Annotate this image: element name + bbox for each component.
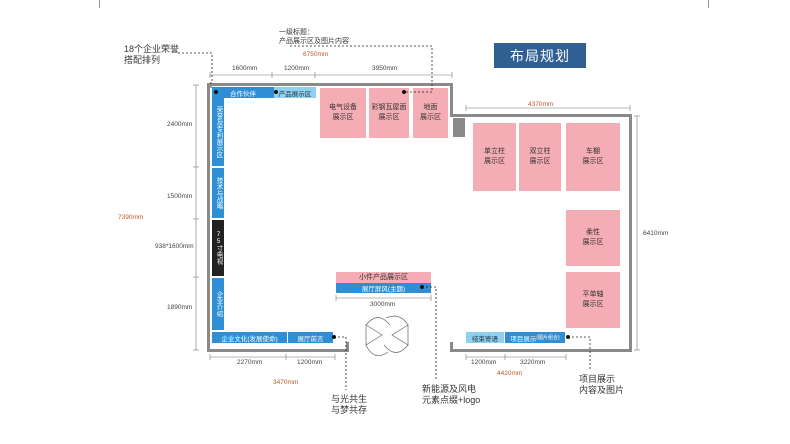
dim-bottom-3220: 3220mm	[520, 359, 546, 366]
corner-mark-left	[99, 0, 100, 8]
zone-xiaojian: 小件产品展示区	[336, 272, 431, 283]
callout-project	[568, 336, 591, 370]
zone-hezuo: 合作伙伴	[212, 87, 274, 98]
wall-bottom-left	[207, 349, 347, 352]
zone-chepeng: 车棚展示区	[565, 122, 621, 192]
dim-left-2400: 2400mm	[167, 121, 193, 128]
note-gongsheng: 与光共生与梦共存	[331, 394, 368, 415]
wall-bottom-door-post-left	[346, 342, 349, 352]
zone-shuangli: 双立柱展示区	[518, 122, 562, 192]
dim-bottom-1200a: 1200mm	[297, 359, 323, 366]
zone-wenhua: 企业文化(发展使命)	[212, 332, 287, 343]
wall-step-vertical	[450, 83, 453, 117]
callout-gongsheng	[334, 336, 347, 390]
wall-step-column	[453, 118, 465, 137]
dim-top-1600: 1600mm	[232, 65, 258, 72]
dim-top-total: 6750mm	[303, 51, 329, 58]
wall-top-right	[453, 114, 632, 117]
callout-newenergy	[422, 286, 437, 380]
dim-left-938: 938*1600mm	[155, 243, 194, 250]
callout-honor	[178, 52, 213, 82]
corner-mark-right	[708, 0, 709, 8]
dim-bottom-2270: 2270mm	[237, 359, 263, 366]
note-honor: 18个企业荣誉搭配排列	[124, 44, 180, 65]
dim-left-1500: 1500mm	[167, 193, 193, 200]
zone-danzhou: 平单轴展示区	[565, 271, 621, 329]
zone-qiye: 企业介绍	[212, 278, 224, 330]
zone-qianyan: 展厅前言	[288, 332, 333, 343]
dim-right-4370: 4370mm	[528, 101, 554, 108]
dim-left-total: 7390mm	[118, 214, 144, 221]
zone-danli: 单立柱展示区	[472, 122, 517, 192]
zone-rongyu: 荣誉及专利展示区	[212, 98, 224, 166]
note-project: 项目展示内容及图片	[579, 374, 625, 395]
dim-top-3950: 3950mm	[372, 65, 398, 72]
wall-right	[629, 114, 632, 352]
note-top-callout: 一级标题：产品展示区及图片内容	[279, 29, 349, 45]
zone-xiangmu: 项目展示(图片组合)	[505, 332, 565, 343]
wall-left	[207, 83, 210, 352]
dim-left-1890: 1890mm	[167, 304, 193, 311]
wall-bottom-right	[450, 349, 632, 352]
note-newenergy: 新能源及风电元素点缀+logo	[422, 384, 481, 405]
dim-bottom-total: 3470mm	[273, 379, 299, 386]
dim-bottom-1200b: 1200mm	[471, 359, 497, 366]
wall-top-left	[207, 83, 453, 86]
dim-bottom-4420: 4420mm	[497, 370, 523, 377]
dim-center-3000: 3000mm	[370, 301, 396, 308]
zone-caigang: 彩钢瓦屋面展示区	[368, 87, 410, 139]
dim-right-6410: 6410mm	[643, 230, 669, 237]
door-symbol	[365, 315, 409, 357]
zone-dianqi: 电气设备展示区	[319, 87, 367, 139]
zone-jieshi: 结束寄语	[466, 332, 504, 343]
dim-top-1200: 1200mm	[284, 65, 310, 72]
zone-pingfeng: 展厅屏风(主题)	[336, 283, 431, 293]
wall-bottom-door-post-right	[450, 342, 453, 352]
zone-jishu: 技术与战略	[212, 168, 224, 218]
zone-chanpin: 产品展示区	[274, 87, 316, 98]
page-title: 布局规划	[494, 43, 586, 68]
zone-dimian: 地面展示区	[412, 87, 449, 139]
zone-tv: 75寸电视	[212, 220, 224, 276]
marker-dot	[566, 335, 570, 339]
zone-rouxing: 柔性展示区	[565, 209, 621, 267]
